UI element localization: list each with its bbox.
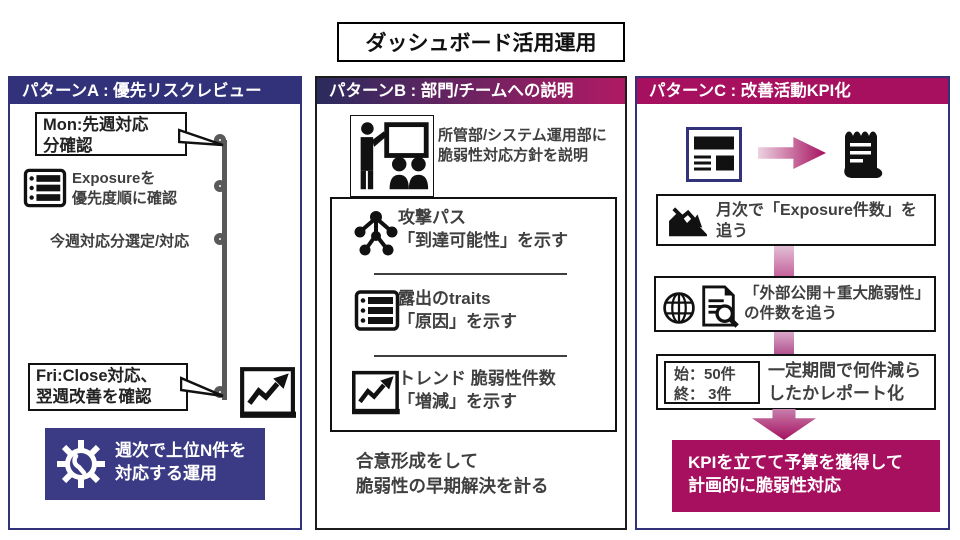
kpi-exposure-box: 月次で「Exposure件数」を 追う [656, 194, 936, 246]
dashboard-icon [686, 127, 742, 182]
item-trend-label: トレンド 脆弱性件数 「増減」を示す [398, 369, 556, 411]
timeline-node-exposure [214, 180, 226, 192]
count-end: 終： 3件 [674, 385, 732, 403]
kpi-report-label: 一定期間で何件減ら したかレポート化 [768, 361, 921, 403]
connector [774, 332, 794, 354]
kpi-exposure-label: 月次で「Exposure件数」を 追う [716, 202, 917, 240]
count-box: 始：50件 終： 3件 [664, 361, 760, 404]
consensus-note: 合意形成をして 脆弱性の早期解決を計る [356, 451, 549, 496]
connector [774, 246, 794, 276]
doc-search-icon [702, 285, 739, 328]
pattern-b-header: パターンB : 部門/チームへの説明 [317, 78, 625, 104]
network-graph-icon [354, 211, 398, 256]
timeline-line [222, 140, 227, 400]
decline-chart-icon [669, 207, 707, 237]
kpi-goal-box: KPIを立てて予算を獲得して 計画的に脆弱性対応 [672, 440, 940, 512]
down-arrow-icon [752, 409, 816, 440]
pattern-c-panel: パターンC : 改善活動KPI化 月次で「Exp [635, 76, 950, 530]
kpi-external-label: 「外部公開＋重大脆弱性」 の件数を追う [744, 285, 931, 323]
page-title: ダッシュボード活用運用 [337, 22, 625, 62]
item-traits-label: 露出のtraits 「原因」を示す [398, 289, 517, 331]
separator [374, 355, 567, 357]
separator [374, 273, 567, 275]
mon-callout-tail [178, 128, 224, 147]
explain-items-box: 攻撃パス 「到達可能性」を示す 露出のtraits 「原因」を示す トレンド 脆… [330, 197, 617, 432]
timeline-node-select [214, 233, 226, 245]
right-arrow-icon [758, 137, 826, 169]
fri-callout-tail [180, 376, 224, 398]
checklist-icon [23, 168, 67, 208]
item-attack-path-label: 攻撃パス 「到達可能性」を示す [398, 208, 568, 250]
trend-chart-icon [352, 370, 400, 415]
pattern-c-header: パターンC : 改善活動KPI化 [637, 78, 948, 104]
checklist-icon [354, 290, 400, 331]
explain-note: 所管部/システム運用部に 脆弱性対応方針を説明 [438, 127, 607, 164]
kpi-report-box: 始：50件 終： 3件 一定期間で何件減ら したかレポート化 [656, 354, 936, 410]
mon-callout: Mon:先週対応 分確認 [35, 112, 187, 156]
presenter-icon [350, 115, 434, 197]
count-start: 始：50件 [674, 366, 736, 383]
fri-callout: Fri:Close対応、 翌週改善を確認 [28, 363, 188, 411]
exposure-step-label: Exposureを 優先度順に確認 [72, 170, 178, 207]
weekly-operation-label: 週次で上位N件を 対応する運用 [115, 441, 247, 483]
kpi-external-box: 「外部公開＋重大脆弱性」 の件数を追う [654, 276, 936, 332]
select-step-label: 今週対応分選定/対応 [50, 233, 190, 250]
pattern-a-panel: パターンA : 優先リスクレビュー Mon:先週対応 分確認 Exposureを… [8, 76, 302, 530]
weekly-operation-box: 週次で上位N件を 対応する運用 [45, 428, 265, 500]
gear-wrench-icon [57, 440, 105, 488]
pattern-a-header: パターンA : 優先リスクレビュー [10, 78, 300, 104]
globe-icon [663, 292, 695, 324]
trend-chart-icon [240, 367, 296, 418]
receipt-icon [844, 131, 883, 178]
pattern-b-panel: パターンB : 部門/チームへの説明 所管部/システム運用部に 脆弱性対応方針を… [315, 76, 627, 530]
